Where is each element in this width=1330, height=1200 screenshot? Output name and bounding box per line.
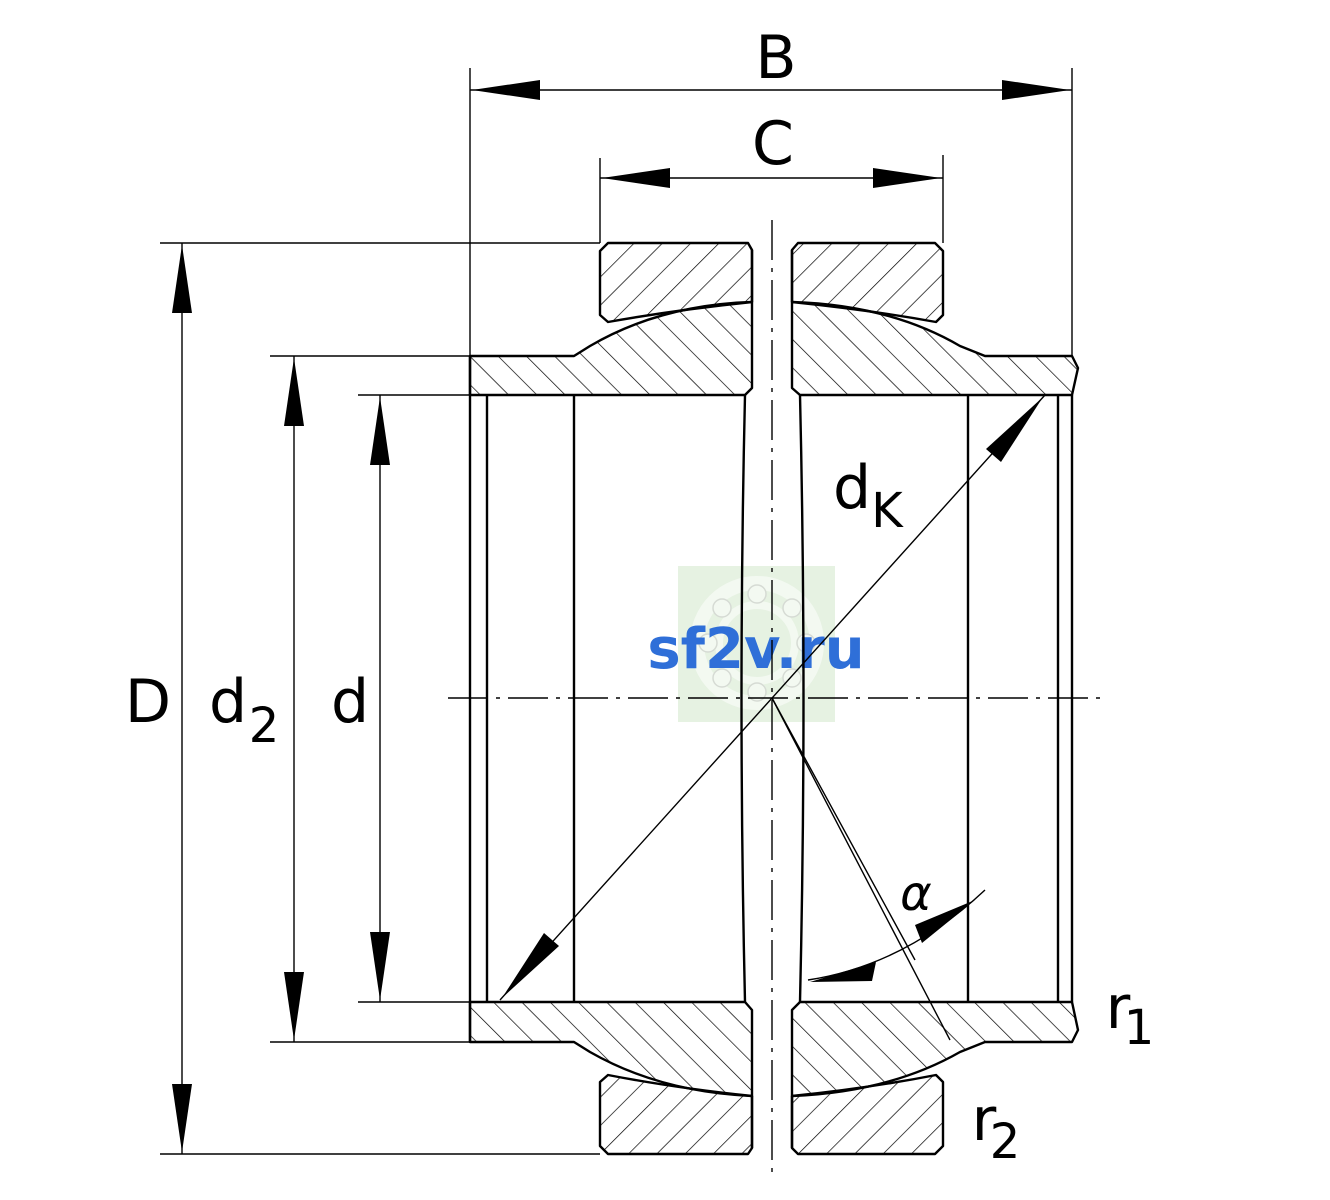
center-lines <box>448 220 1100 1178</box>
watermark: sf2v.ru <box>647 566 865 722</box>
label-dk-sub: K <box>871 483 904 539</box>
label-r2-sub: 2 <box>990 1114 1021 1170</box>
label-alpha: α <box>900 866 932 922</box>
inner-ring-bottom-left <box>468 1000 754 1098</box>
inner-ring <box>468 300 1080 1098</box>
label-r2-main: r <box>972 1085 997 1155</box>
inner-ring-top-right <box>790 300 1080 397</box>
label-d2-sub: 2 <box>249 698 280 754</box>
inner-ring-top-left <box>468 300 754 397</box>
watermark-text: sf2v.ru <box>647 617 864 682</box>
label-C: C <box>752 109 794 179</box>
inner-ring-bottom-right <box>790 1000 1080 1098</box>
label-dk-main: d <box>833 453 871 523</box>
label-r1-main: r <box>1106 973 1131 1043</box>
dimension-lines <box>160 68 1073 1155</box>
label-D: D <box>125 667 171 737</box>
bearing-icon <box>690 576 824 710</box>
arrowheads <box>172 80 1070 1152</box>
label-B: B <box>755 23 796 93</box>
dimension-labels: B C D d 2 d d K α r 1 r 2 <box>125 23 1154 1170</box>
label-d2-main: d <box>209 667 247 737</box>
label-d: d <box>331 667 369 737</box>
label-r1-sub: 1 <box>1124 1000 1155 1056</box>
